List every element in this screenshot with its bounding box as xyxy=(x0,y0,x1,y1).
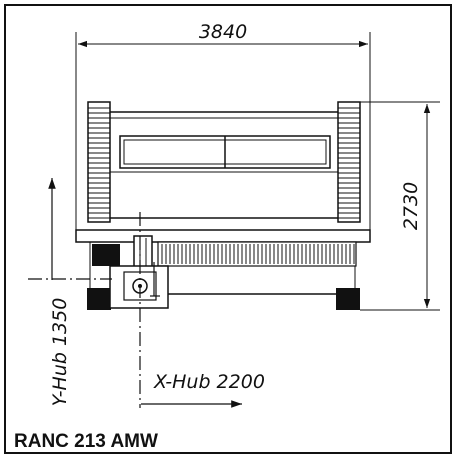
right-lower-wheel xyxy=(336,288,360,310)
horizontal-cable-chain xyxy=(120,241,357,267)
width-dimension: 3840 xyxy=(75,21,371,232)
height-dimension-label: 2730 xyxy=(400,182,422,230)
model-title: RANC 213 AMW xyxy=(14,431,158,452)
width-dimension-label: 3840 xyxy=(199,21,247,43)
upper-gantry xyxy=(110,111,338,219)
x-stroke-dimension: X-Hub 2200 xyxy=(141,371,265,408)
height-dimension: 2730 xyxy=(360,101,440,311)
y-stroke-label: Y-Hub 1350 xyxy=(49,298,71,407)
drawing-frame xyxy=(4,4,452,454)
left-cable-chain xyxy=(87,101,111,223)
left-lower-wheel xyxy=(87,288,111,310)
left-upper-wheel xyxy=(92,244,120,266)
window-panel xyxy=(119,135,331,169)
x-stroke-label: X-Hub 2200 xyxy=(153,371,265,393)
right-cable-chain xyxy=(337,101,361,223)
y-stroke-dimension: Y-Hub 1350 xyxy=(48,178,71,407)
